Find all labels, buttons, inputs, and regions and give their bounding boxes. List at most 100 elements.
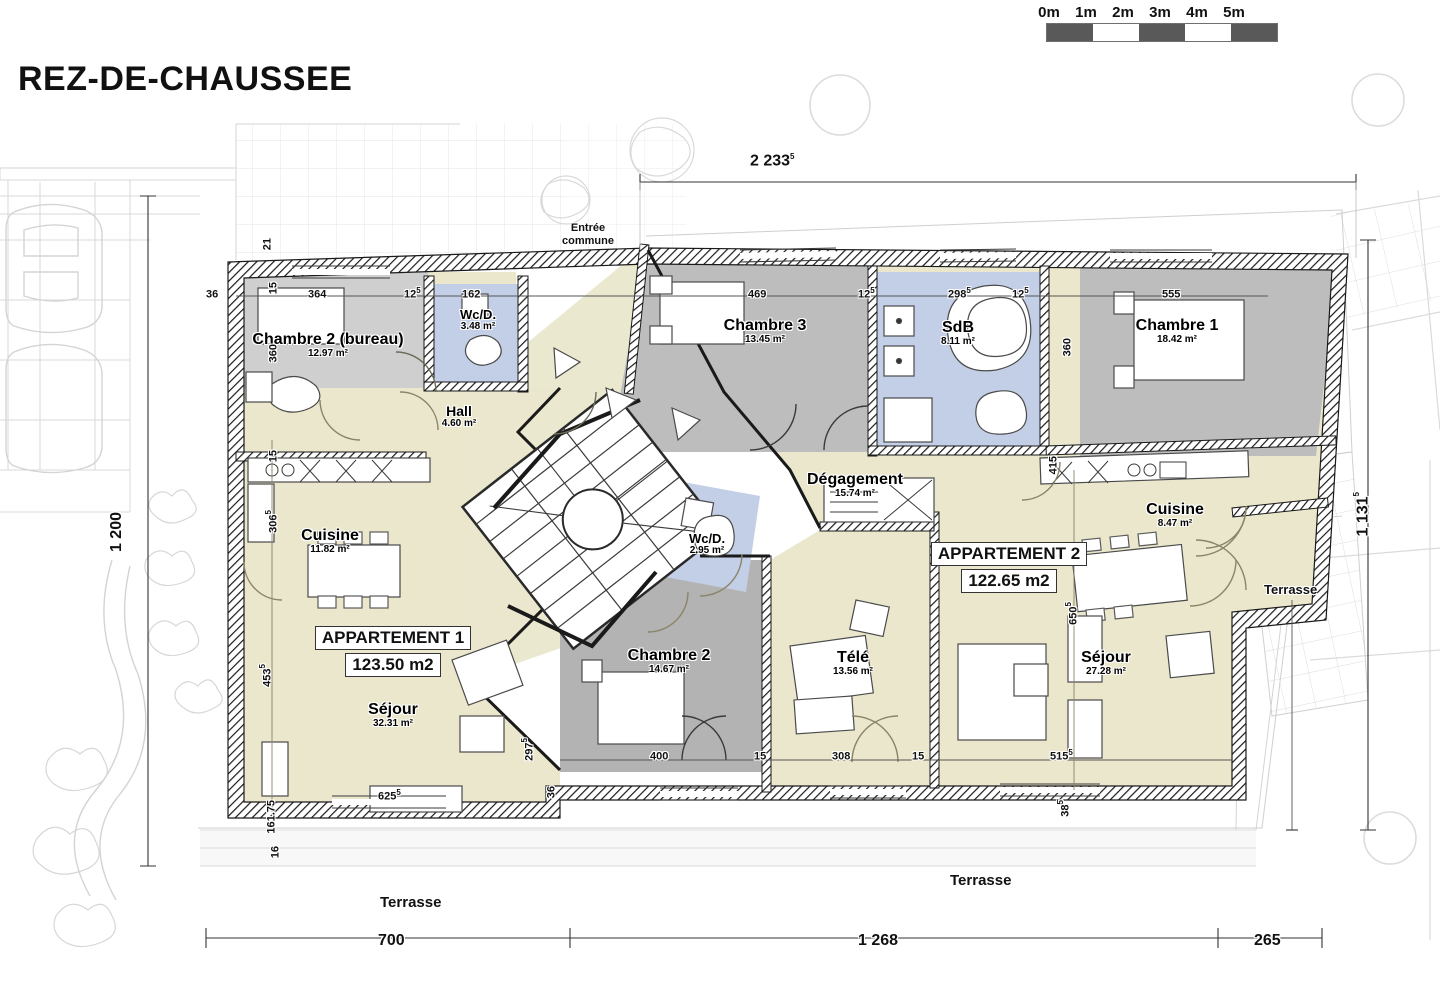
dim-value: 415 xyxy=(1047,456,1060,475)
room-area: 32.31 m² xyxy=(372,717,414,729)
room-area: 11.82 m² xyxy=(310,543,350,555)
room-name: Chambre 2 (bureau) xyxy=(252,331,404,348)
dim-bottom-2: 265 xyxy=(1254,932,1281,949)
dim-value: 469 xyxy=(748,288,767,301)
dim-top-int-3: 162 xyxy=(462,286,480,301)
room-area: 18.42 m² xyxy=(1156,333,1198,345)
room-name: Cuisine xyxy=(1146,501,1204,518)
dim-value: 453 xyxy=(261,668,274,687)
room-name: Dégagement xyxy=(806,471,904,488)
scale-bar-track xyxy=(1046,23,1278,42)
dim-sup: 5 xyxy=(258,664,267,669)
room-chambre3: Chambre 3 13.45 m² xyxy=(690,317,840,345)
dim-top-int-5: 125 xyxy=(858,286,875,301)
dim-v-16175: 161.75 xyxy=(262,800,278,834)
dim-sup: 5 xyxy=(1056,800,1065,805)
dim-sup: 5 xyxy=(520,738,529,743)
dim-bottom-0: 700 xyxy=(378,932,405,949)
dim-value: 306 xyxy=(267,514,280,533)
dim-top-int-6: 2985 xyxy=(948,286,971,301)
room-name: Cuisine xyxy=(301,527,359,544)
dim-sup: 5 xyxy=(264,510,273,515)
dim-6255: 6255 xyxy=(378,788,401,803)
dim-value: 12 xyxy=(858,288,871,301)
dim-value: 16 xyxy=(269,846,282,859)
room-wc-d-1: Wc/D. 3.48 m² xyxy=(432,308,524,332)
dim-v-385: 385 xyxy=(1056,800,1072,817)
dim-top-int-1: 364 xyxy=(308,286,326,301)
dim-v-2975: 2975 xyxy=(520,738,536,761)
dim-value: 364 xyxy=(308,288,327,301)
room-cuisine-apt1: Cuisine 11.82 m² xyxy=(262,527,398,555)
apartment-2-label: APPARTEMENT 2 122.65 m2 xyxy=(916,542,1102,593)
room-area: 13.45 m² xyxy=(744,333,786,345)
scale-segment-0 xyxy=(1047,24,1093,41)
dim-value: 162 xyxy=(462,288,481,301)
dim-sup: 5 xyxy=(1064,602,1073,607)
dim-value: 15 xyxy=(267,450,280,463)
room-name: Télé xyxy=(836,649,869,666)
terrasse-bottom-left-label: Terrasse xyxy=(380,894,442,911)
apartment-area: 123.50 m2 xyxy=(345,653,441,677)
site-context xyxy=(0,73,1440,948)
dim-sup: 5 xyxy=(790,152,795,161)
dim-value: 38 xyxy=(1059,804,1072,817)
dim-bot-int-4: 5155 xyxy=(1050,748,1073,763)
apartment-name: APPARTEMENT 1 xyxy=(314,626,472,650)
dim-top-int-8: 555 xyxy=(1162,286,1180,301)
room-degagement: Dégagement 15.74 m² xyxy=(780,471,930,499)
dim-top-overall: 2 2335 xyxy=(750,152,795,170)
room-area: 12.97 m² xyxy=(307,347,349,359)
room-area: 14.67 m² xyxy=(648,663,690,675)
room-name: Chambre 1 xyxy=(1135,317,1219,334)
scale-bar: 0m 1m 2m 3m 4m 5m xyxy=(1035,4,1315,42)
room-area: 27.28 m² xyxy=(1085,665,1127,677)
dim-top-int-7: 125 xyxy=(1012,286,1029,301)
dim-top-int-4: 469 xyxy=(748,286,766,301)
dim-left-overall: 1 200 xyxy=(108,512,125,553)
dim-top-int-0: 36 xyxy=(206,286,218,301)
room-name: Chambre 3 xyxy=(723,317,807,334)
dim-bot-int-2: 308 xyxy=(832,748,850,763)
room-tele: Télé 13.56 m² xyxy=(806,649,900,677)
dim-value: 21 xyxy=(261,238,274,251)
room-name: Chambre 2 xyxy=(627,647,711,664)
apartment-name: APPARTEMENT 2 xyxy=(930,542,1088,566)
room-sejour-apt2: Séjour 27.28 m² xyxy=(1048,649,1164,677)
room-name: SdB xyxy=(942,319,974,336)
room-name: Hall xyxy=(446,403,472,419)
dim-value: 15 xyxy=(267,282,280,295)
dim-value: 400 xyxy=(650,750,669,763)
room-chambre2-bureau: Chambre 2 (bureau) 12.97 m² xyxy=(228,331,428,359)
apartment-area: 122.65 m2 xyxy=(961,569,1057,593)
scale-label-0: 0m xyxy=(1038,4,1060,21)
dim-sup: 5 xyxy=(1024,286,1029,295)
dim-bot-int-3: 15 xyxy=(912,748,924,763)
dim-value: 1 131 xyxy=(1354,496,1372,537)
dim-value: 360 xyxy=(267,344,280,363)
dim-right-overall: 1 1315 xyxy=(1352,492,1372,537)
terrasse-bottom-right-label: Terrasse xyxy=(950,872,1012,889)
scale-segment-4 xyxy=(1231,24,1277,41)
apartment-1-label: APPARTEMENT 1 123.50 m2 xyxy=(300,626,486,677)
window-marks xyxy=(292,251,1212,805)
dim-value: 625 xyxy=(378,790,397,803)
scale-label-2: 2m xyxy=(1112,4,1134,21)
dim-top-int-2: 125 xyxy=(404,286,421,301)
scale-segment-2 xyxy=(1139,24,1185,41)
dim-v-6505: 6505 xyxy=(1064,602,1080,625)
dim-value: 15 xyxy=(912,750,925,763)
room-area: 8.47 m² xyxy=(1157,517,1193,529)
dim-sup: 5 xyxy=(1068,748,1073,757)
scale-label-3: 3m xyxy=(1149,4,1171,21)
dim-value: 298 xyxy=(948,288,967,301)
room-cuisine-apt2: Cuisine 8.47 m² xyxy=(1110,501,1240,529)
dim-sup: 5 xyxy=(870,286,875,295)
entree-line-2: commune xyxy=(562,234,614,247)
dim-sup: 5 xyxy=(1352,492,1361,497)
level-markers xyxy=(553,346,702,442)
room-chambre2-apt2: Chambre 2 14.67 m² xyxy=(596,647,742,675)
room-wc-d-2: Wc/D. 2.95 m² xyxy=(662,532,752,556)
dim-value: 515 xyxy=(1050,750,1069,763)
